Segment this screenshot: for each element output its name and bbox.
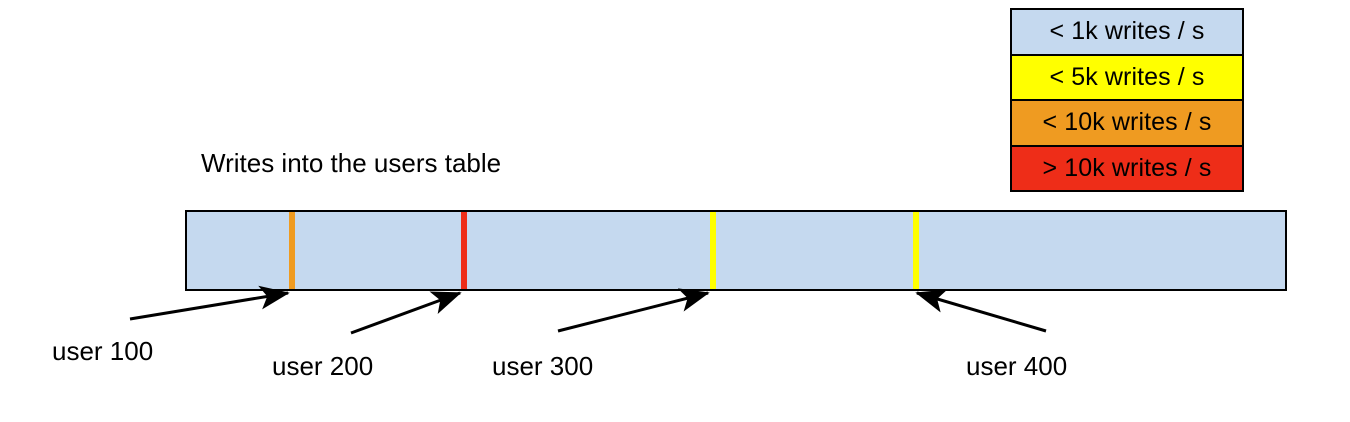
- marker-user-100: [289, 212, 295, 289]
- callout-label-user-400: user 400: [966, 351, 1068, 381]
- keyspace-bar: [185, 210, 1287, 291]
- legend-item-label: > 10k writes / s: [1042, 153, 1212, 182]
- arrow-user-100: [129, 285, 290, 321]
- legend: < 1k writes / s < 5k writes / s < 10k wr…: [1010, 8, 1244, 192]
- arrow-user-200: [350, 291, 462, 335]
- callout-label-user-300: user 300: [492, 351, 594, 381]
- arrow-user-300: [557, 288, 710, 333]
- legend-item-label: < 5k writes / s: [1049, 62, 1205, 91]
- callout-label-user-100: user 100: [52, 336, 154, 366]
- callout-label-user-200: user 200: [272, 351, 374, 381]
- arrow-user-400: [915, 289, 1047, 333]
- chart-title: Writes into the users table: [201, 148, 502, 178]
- legend-item-gt-10k: > 10k writes / s: [1012, 146, 1242, 190]
- marker-user-200: [461, 212, 467, 289]
- legend-item-lt-10k: < 10k writes / s: [1012, 101, 1242, 147]
- legend-item-label: < 1k writes / s: [1049, 17, 1205, 46]
- marker-user-300: [710, 212, 716, 289]
- marker-user-400: [913, 212, 919, 289]
- legend-item-lt-1k: < 1k writes / s: [1012, 10, 1242, 56]
- legend-item-label: < 10k writes / s: [1042, 108, 1212, 137]
- legend-item-lt-5k: < 5k writes / s: [1012, 55, 1242, 101]
